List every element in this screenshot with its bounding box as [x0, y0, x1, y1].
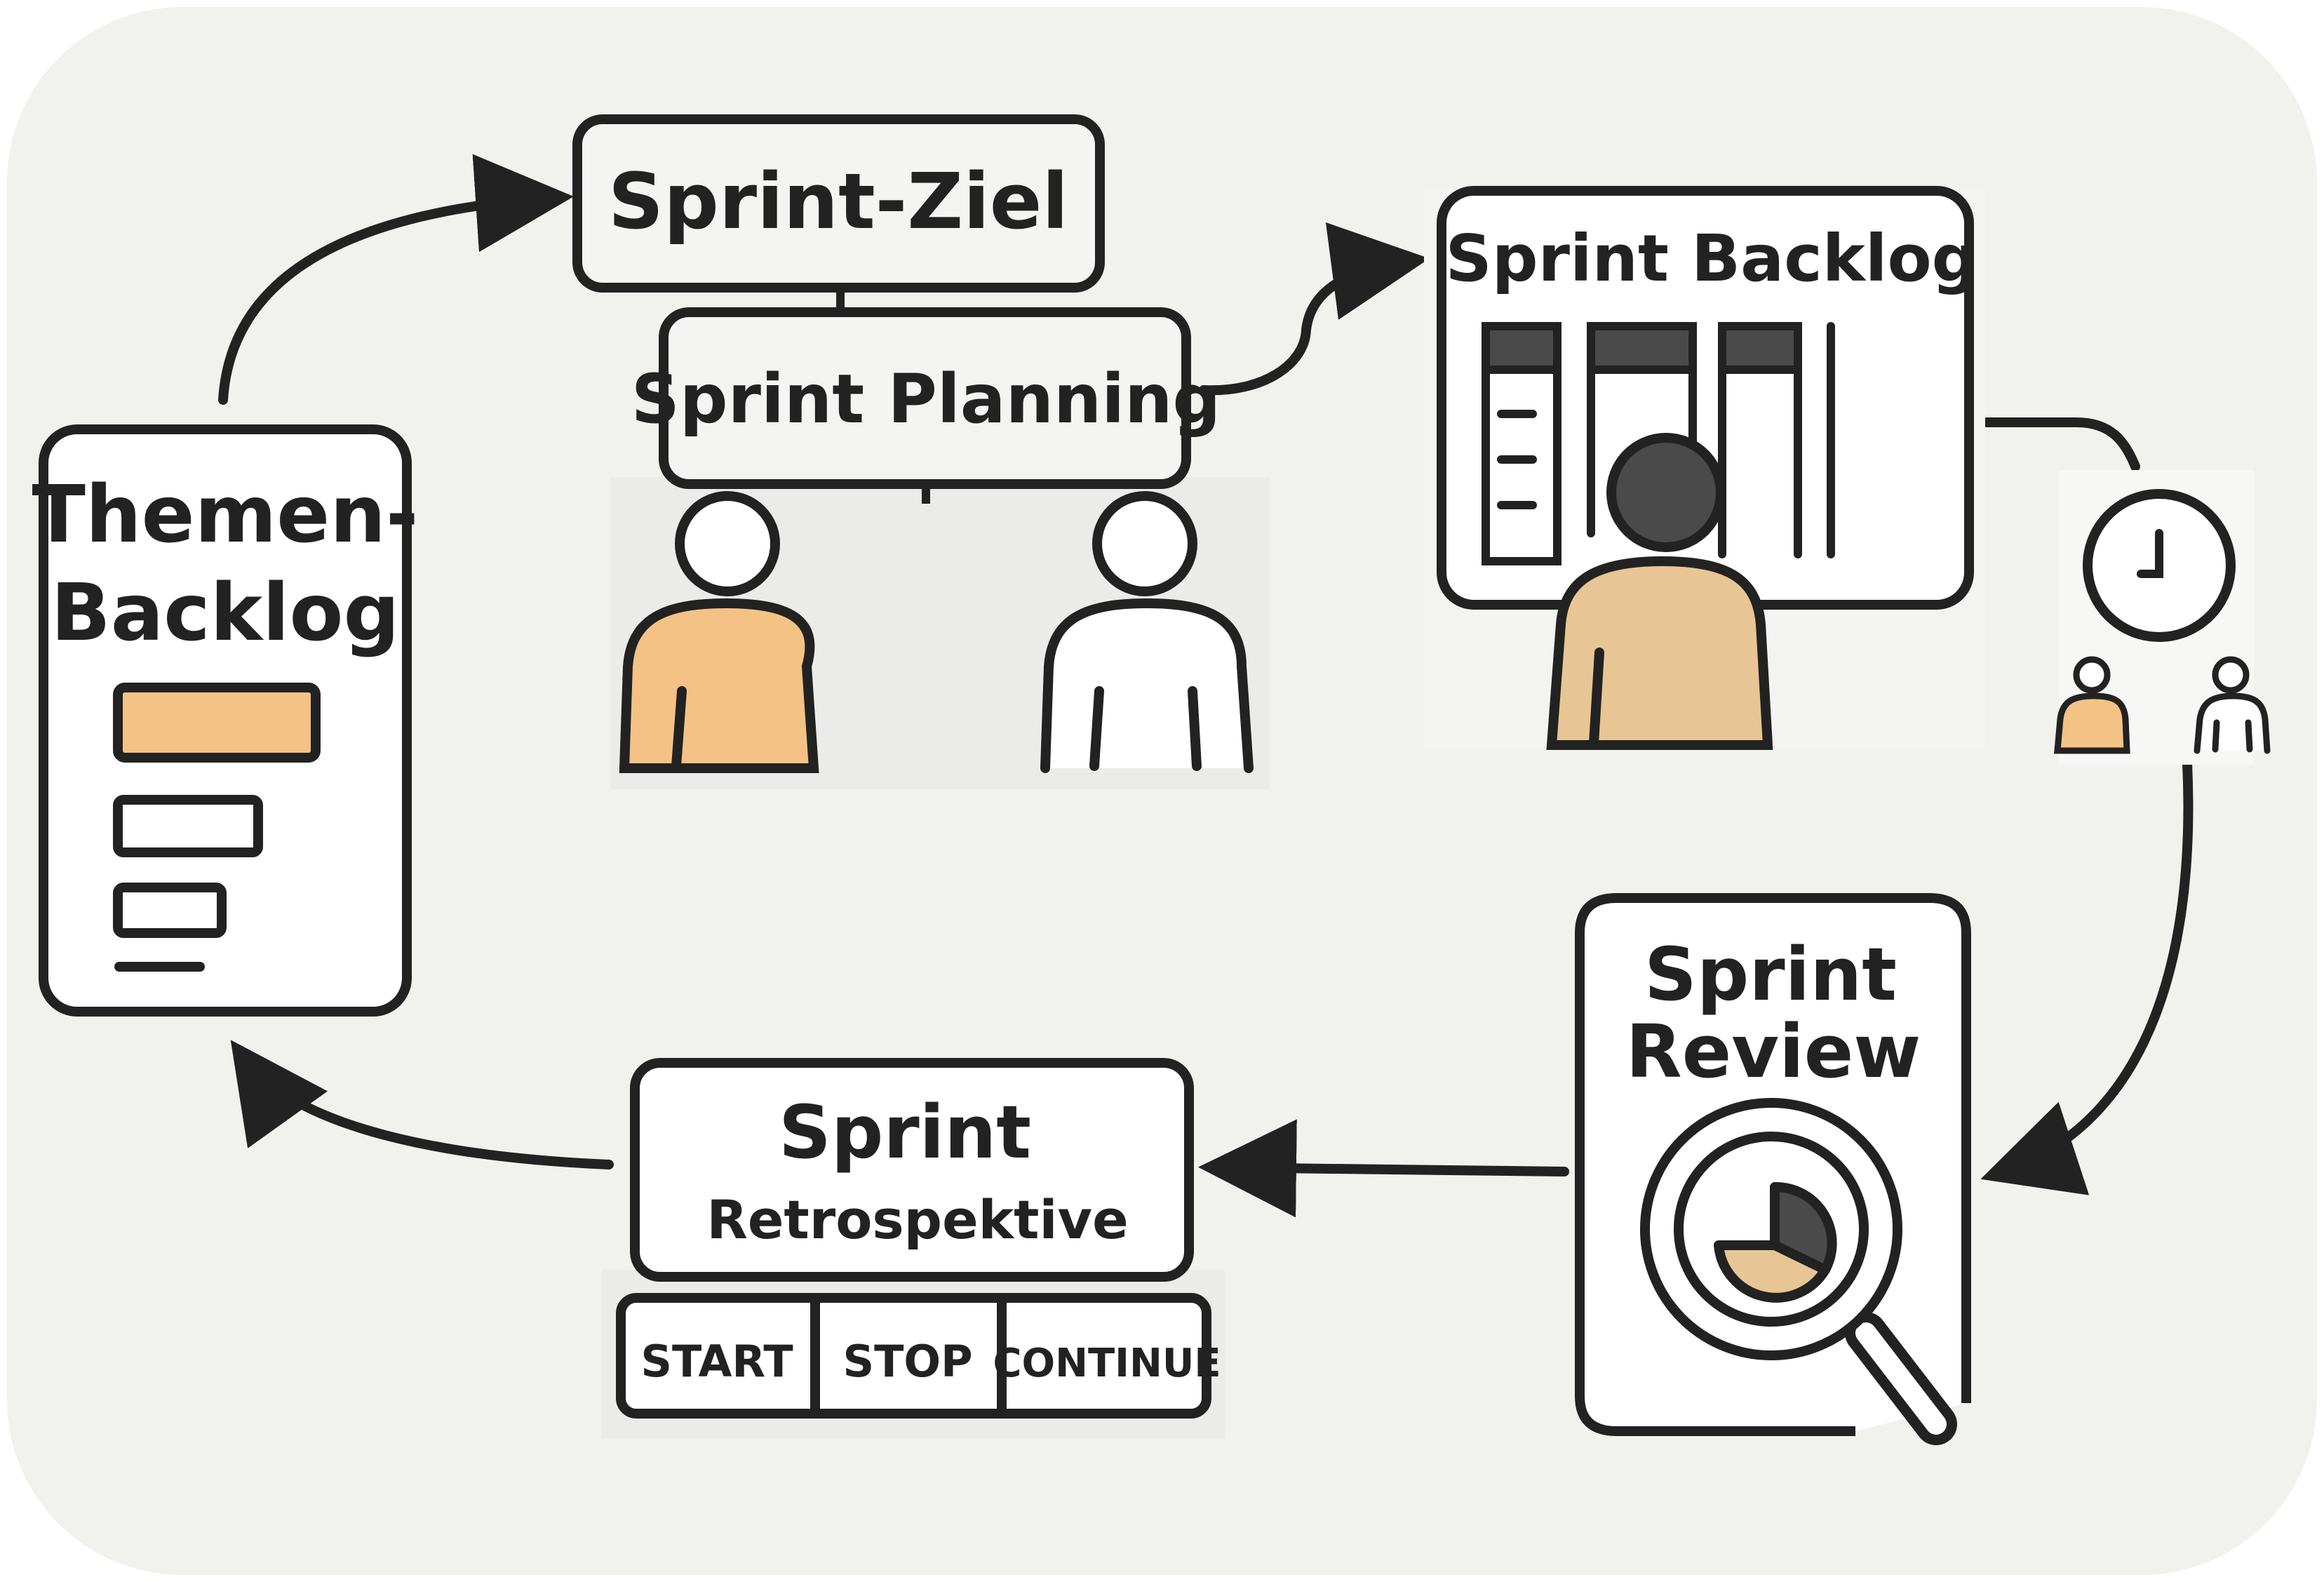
- retro-columns-table: START STOP CONTINUE: [616, 1293, 1221, 1419]
- sprint-review-card: Sprint Review: [1575, 893, 1971, 1445]
- arrow-review-to-retro: [1198, 1119, 1569, 1218]
- retro-column-start: START: [640, 1336, 793, 1387]
- arrow-backlog-to-daily: [1966, 417, 2140, 471]
- person-right: [1040, 598, 1254, 773]
- themen-backlog-card: Themen- Backlog: [32, 424, 419, 1017]
- sprint-review-title-line2: Review: [1626, 1009, 1921, 1094]
- flow-arrows: [218, 154, 2194, 1218]
- arrow-daily-to-review: [1980, 758, 2194, 1195]
- clock-icon: [2083, 489, 2236, 642]
- retro-column-continue: CONTINUE: [993, 1341, 1221, 1386]
- person-right-head: [1092, 491, 1197, 596]
- themen-backlog-title-line2: Backlog: [51, 568, 399, 659]
- person-left: [619, 598, 819, 773]
- sprint-planning-label: Sprint Planning: [631, 360, 1221, 438]
- magnifier-pie-chart-icon: [1640, 1098, 1957, 1445]
- sprint-retrospektive-section: Sprint Retrospektive START STOP CONTINUE: [602, 1058, 1225, 1438]
- sprint-backlog-label: Sprint Backlog: [1445, 221, 1977, 296]
- person-left-head: [675, 491, 780, 596]
- retro-column-stop: STOP: [842, 1336, 972, 1387]
- sprint-retro-title-line1: Sprint: [779, 1090, 1031, 1175]
- sprint-backlog-person: [1546, 433, 1773, 750]
- themen-backlog-title-line1: Themen-: [32, 469, 419, 561]
- sprint-backlog-card: Sprint Backlog: [1424, 186, 1985, 751]
- arrow-backlog-to-ziel: [218, 154, 574, 405]
- sprint-ziel-label: Sprint-Ziel: [608, 156, 1068, 246]
- sprint-retro-title-line2: Retrospektive: [706, 1188, 1128, 1251]
- sprint-ziel-box: Sprint-Ziel: [572, 114, 1105, 312]
- sprint-review-title-line1: Sprint: [1644, 932, 1897, 1017]
- arrow-retro-to-backlog: [230, 1040, 614, 1169]
- sprint-planning-section: Sprint Planning: [610, 307, 1270, 789]
- daily-scrum-section: [2054, 470, 2271, 765]
- daily-people-icon: [2054, 656, 2271, 754]
- people-icon: [619, 491, 1254, 773]
- list-icon: [113, 683, 321, 972]
- arrow-planning-to-sprint-backlog: [1199, 222, 1430, 396]
- kanban-board-icon: [1482, 322, 1835, 565]
